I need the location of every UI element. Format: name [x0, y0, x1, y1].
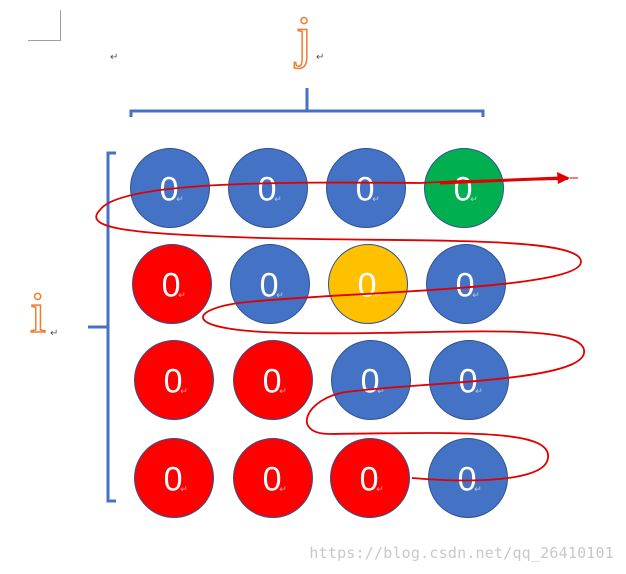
- paragraph-mark: ↵: [377, 386, 385, 397]
- paragraph-mark: ↵: [472, 290, 480, 301]
- paragraph-mark: ↵: [374, 290, 382, 301]
- paragraph-mark: ↵: [470, 194, 478, 205]
- watermark: https://blog.csdn.net/qq_26410101: [309, 544, 614, 562]
- column-index-label: j: [295, 4, 313, 69]
- paragraph-mark: ↵: [376, 484, 384, 495]
- cell-value: 0: [257, 170, 277, 209]
- cell-r1-c0: 0↵: [132, 244, 212, 324]
- paragraph-mark: ↵: [176, 194, 184, 205]
- paragraph-mark: ↵: [372, 194, 380, 205]
- paragraph-mark: ↵: [475, 386, 483, 397]
- paragraph-mark: ↵: [180, 484, 188, 495]
- cell-r2-c3: 0↵: [429, 340, 509, 420]
- paragraph-mark: ↵: [178, 290, 186, 301]
- cell-r2-c2: 0↵: [331, 340, 411, 420]
- cell-value: 0: [359, 460, 379, 499]
- cell-value: 0: [163, 362, 183, 401]
- cell-value: 0: [355, 170, 375, 209]
- column-bracket: [129, 88, 485, 117]
- row-index-label: i: [29, 280, 47, 345]
- paragraph-mark: ↵: [316, 52, 325, 63]
- path-arrow-shaft: [439, 176, 561, 185]
- page-corner-mark: [28, 10, 61, 41]
- cell-r1-c3: 0↵: [426, 244, 506, 324]
- cell-r3-c0: 0↵: [134, 438, 214, 518]
- cell-value: 0: [262, 460, 282, 499]
- cell-r3-c1: 0↵: [233, 438, 313, 518]
- row-bracket: [88, 151, 116, 503]
- cell-r1-c1: 0↵: [230, 244, 310, 324]
- paragraph-mark: ↵: [276, 290, 284, 301]
- cell-r2-c1: 0↵: [233, 340, 313, 420]
- paragraph-mark: ↵: [279, 484, 287, 495]
- paragraph-mark: ↵: [50, 328, 59, 339]
- cell-value: 0: [455, 266, 475, 305]
- cell-r0-c3: 0↵: [424, 148, 504, 228]
- paragraph-mark: ↵: [180, 386, 188, 397]
- paragraph-mark: ↵: [474, 484, 482, 495]
- cell-r3-c2: 0↵: [330, 438, 410, 518]
- cell-r0-c1: 0↵: [228, 148, 308, 228]
- cell-value: 0: [161, 266, 181, 305]
- cell-r2-c0: 0↵: [134, 340, 214, 420]
- cell-value: 0: [163, 460, 183, 499]
- paragraph-mark: ↵: [279, 386, 287, 397]
- cell-r1-c2: 0↵: [328, 244, 408, 324]
- cell-r0-c2: 0↵: [326, 148, 406, 228]
- paragraph-mark: ↵: [110, 52, 119, 63]
- snake-traversal-path: [95, 178, 585, 482]
- cell-value: 0: [262, 362, 282, 401]
- path-arrowhead: [557, 172, 570, 184]
- paragraph-mark: ↵: [274, 194, 282, 205]
- cell-value: 0: [259, 266, 279, 305]
